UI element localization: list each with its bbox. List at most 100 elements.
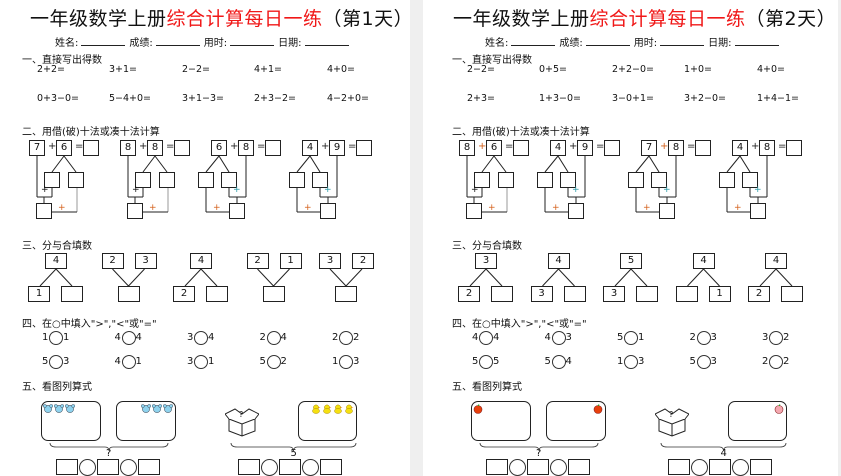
equals-sign: = xyxy=(596,141,605,152)
part-box[interactable] xyxy=(563,286,586,302)
compare-circle[interactable] xyxy=(49,331,63,345)
whole-box[interactable] xyxy=(117,286,140,302)
equation-number-box[interactable] xyxy=(568,459,590,475)
split-part-box[interactable] xyxy=(498,172,514,188)
compare-circle[interactable] xyxy=(551,331,566,345)
equation-number-box[interactable] xyxy=(527,459,549,475)
compare-circle[interactable] xyxy=(339,355,353,369)
part-box[interactable] xyxy=(781,286,803,302)
answer-box[interactable] xyxy=(604,140,620,156)
equation-operator-circle[interactable] xyxy=(261,459,278,476)
compare-circle[interactable] xyxy=(479,355,493,369)
split-part-box[interactable] xyxy=(719,172,735,188)
equation-operator-circle[interactable] xyxy=(732,459,749,476)
equation-number-box[interactable] xyxy=(238,459,260,475)
compare-circle[interactable] xyxy=(479,331,493,345)
split-part-box[interactable] xyxy=(198,172,214,188)
result-box[interactable] xyxy=(320,203,336,219)
split-part-box[interactable] xyxy=(537,172,553,188)
compare-circle[interactable] xyxy=(194,355,208,369)
answer-box[interactable] xyxy=(513,140,529,156)
result-box[interactable] xyxy=(466,203,482,219)
split-part-box[interactable] xyxy=(289,172,305,188)
part-box: 3 xyxy=(319,253,341,269)
compare-circle[interactable] xyxy=(121,355,136,369)
apple-icon xyxy=(593,404,603,414)
answer-box[interactable] xyxy=(695,140,711,156)
equation-operator-circle[interactable] xyxy=(691,459,708,476)
compare-circle[interactable] xyxy=(339,331,353,345)
result-box[interactable] xyxy=(36,203,52,219)
split-part-box[interactable] xyxy=(159,172,175,188)
split-part-box[interactable] xyxy=(312,172,328,188)
equation-number-box[interactable] xyxy=(709,459,731,475)
answer-box[interactable] xyxy=(174,140,190,156)
equation-operator-circle[interactable] xyxy=(120,459,137,476)
compare-circle[interactable] xyxy=(624,331,638,345)
info-blank-field[interactable] xyxy=(585,36,630,46)
split-part-box[interactable] xyxy=(742,172,758,188)
equation-operator-circle[interactable] xyxy=(509,459,526,476)
equation-operator-circle[interactable] xyxy=(79,459,96,476)
equals-sign: = xyxy=(778,141,787,152)
info-blank-field[interactable] xyxy=(511,36,556,46)
compare-circle[interactable] xyxy=(121,331,136,345)
equation-number-box[interactable] xyxy=(668,459,690,475)
compare-circle[interactable] xyxy=(769,355,783,369)
connector-line xyxy=(759,268,777,287)
whole-box[interactable] xyxy=(262,286,285,302)
answer-box[interactable] xyxy=(265,140,281,156)
equation-operator-circle[interactable] xyxy=(302,459,319,476)
equation-number-box[interactable] xyxy=(320,459,342,475)
compare-circle[interactable] xyxy=(696,355,711,369)
info-blank-field[interactable] xyxy=(734,36,779,46)
result-box[interactable] xyxy=(229,203,245,219)
split-part-box[interactable] xyxy=(474,172,490,188)
compare-circle[interactable] xyxy=(266,331,281,345)
info-blank-field[interactable] xyxy=(81,36,126,46)
info-blank-field[interactable] xyxy=(304,36,349,46)
part-box[interactable] xyxy=(675,286,698,302)
compare-circle[interactable] xyxy=(624,355,638,369)
split-part-box[interactable] xyxy=(135,172,151,188)
equation-number-box[interactable] xyxy=(486,459,508,475)
equation-operator-circle[interactable] xyxy=(550,459,567,476)
split-part-box[interactable] xyxy=(68,172,84,188)
addend-a-box: 7 xyxy=(641,140,657,156)
equation-number-box[interactable] xyxy=(750,459,772,475)
compare-circle[interactable] xyxy=(266,355,281,369)
compare-circle[interactable] xyxy=(696,331,711,345)
result-box[interactable] xyxy=(568,203,584,219)
split-part-box[interactable] xyxy=(560,172,576,188)
compare-circle[interactable] xyxy=(551,355,566,369)
part-box[interactable] xyxy=(206,286,228,302)
info-blank-field[interactable] xyxy=(660,36,705,46)
compare-right-number: 4 xyxy=(565,356,572,367)
info-blank-field[interactable] xyxy=(230,36,275,46)
part-box[interactable] xyxy=(491,286,513,302)
part-box[interactable] xyxy=(61,286,83,302)
answer-box[interactable] xyxy=(83,140,99,156)
whole-box[interactable] xyxy=(335,286,357,302)
answer-box[interactable] xyxy=(356,140,372,156)
compare-circle[interactable] xyxy=(49,355,63,369)
equation-number-box[interactable] xyxy=(279,459,301,475)
equation-number-box[interactable] xyxy=(138,459,160,475)
connector-line xyxy=(205,155,220,173)
part-box[interactable] xyxy=(636,286,658,302)
info-blank-field[interactable] xyxy=(155,36,200,46)
result-box[interactable] xyxy=(659,203,675,219)
split-part-box[interactable] xyxy=(651,172,667,188)
addend-b-box: 6 xyxy=(56,140,72,156)
answer-box[interactable] xyxy=(786,140,802,156)
split-part-box[interactable] xyxy=(221,172,237,188)
compare-circle[interactable] xyxy=(769,331,783,345)
compare-circle[interactable] xyxy=(194,331,208,345)
result-box[interactable] xyxy=(750,203,766,219)
split-part-box[interactable] xyxy=(44,172,60,188)
info-label: 成绩: xyxy=(559,38,583,49)
result-box[interactable] xyxy=(127,203,143,219)
equation-number-box[interactable] xyxy=(56,459,78,475)
split-part-box[interactable] xyxy=(628,172,644,188)
equation-number-box[interactable] xyxy=(97,459,119,475)
